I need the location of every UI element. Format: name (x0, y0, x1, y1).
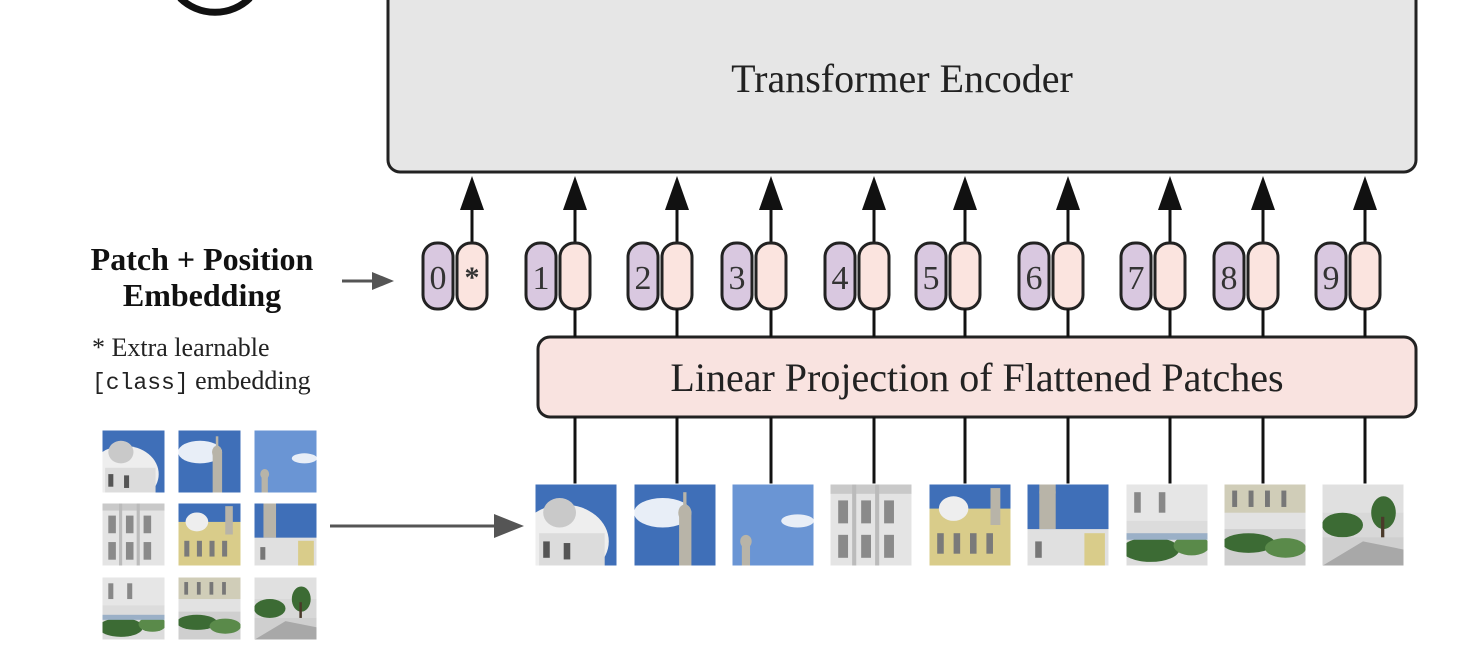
position-index-label: 2 (635, 260, 652, 297)
row-facade-columns-patch (829, 483, 913, 567)
extra-learnable-note: * Extra learnable (92, 333, 270, 362)
patch-embedding (857, 241, 891, 311)
transformer-encoder-box (386, 0, 1418, 174)
linear-projection-block: Linear Projection of Flattened Patches (536, 335, 1418, 419)
cropped-circle-shape (177, 0, 253, 16)
position-embedding (720, 241, 754, 311)
arrow-up-icon (563, 176, 587, 210)
class-embedding-text: embedding (189, 366, 311, 395)
row-garden-shrubs-patch (1125, 483, 1209, 567)
patch-embedding (1348, 241, 1382, 311)
grid-garden-path-patch (253, 576, 318, 641)
arrow-up-icon (759, 176, 783, 210)
arrow-right-icon (342, 272, 394, 290)
patch-embedding (1153, 241, 1187, 311)
position-embedding (524, 241, 558, 311)
position-index-label: 5 (923, 260, 940, 297)
position-embedding (1314, 241, 1348, 311)
token-7: 7 (1119, 176, 1187, 484)
linear-projection-box (536, 335, 1418, 419)
token-1: 1 (524, 176, 592, 484)
position-embedding (1212, 241, 1246, 311)
position-embedding (421, 241, 455, 311)
flattened-patch-row (534, 483, 1405, 567)
input-image-grid (101, 429, 318, 641)
class-embedding-note: [class] embedding (92, 366, 311, 396)
arrow-right-icon (330, 514, 524, 538)
row-facade-tower-patch (1026, 483, 1110, 567)
grid-yellow-facade-patch (177, 502, 242, 567)
transformer-encoder-label: Transformer Encoder (731, 56, 1073, 101)
token-3: 3 (720, 176, 788, 484)
row-garden-building-patch (1223, 483, 1307, 567)
arrow-up-icon (953, 176, 977, 210)
embedding-label-line2: Embedding (123, 277, 281, 313)
position-embedding (1119, 241, 1153, 311)
row-yellow-facade-patch (928, 483, 1012, 567)
grid-tower-sky-patch (177, 429, 242, 494)
token-8: 8 (1212, 176, 1280, 484)
linear-projection-label: Linear Projection of Flattened Patches (670, 355, 1283, 400)
position-index-label: 3 (729, 260, 746, 297)
patch-embedding (1051, 241, 1085, 311)
position-index-label: 0 (430, 260, 447, 297)
patch-embedding (948, 241, 982, 311)
embedding-label-line1: Patch + Position (91, 241, 314, 277)
patch-embedding (558, 241, 592, 311)
row-dome-building-patch (534, 483, 618, 567)
grid-garden-shrubs-patch (101, 576, 166, 641)
row-garden-path-patch (1321, 483, 1405, 567)
row-blue-sky-patch (731, 483, 815, 567)
class-token-code: [class] (92, 370, 189, 396)
position-index-label: 6 (1026, 260, 1043, 297)
row-tower-sky-patch (633, 483, 717, 567)
arrow-up-icon (862, 176, 886, 210)
arrow-up-icon (1251, 176, 1275, 210)
position-index-label: 9 (1323, 260, 1340, 297)
position-embedding (823, 241, 857, 311)
position-embedding (626, 241, 660, 311)
grid-dome-building-patch (101, 429, 166, 494)
patch-embedding (754, 241, 788, 311)
position-index-label: 4 (832, 260, 849, 297)
arrow-up-icon (460, 176, 484, 210)
arrow-up-icon (665, 176, 689, 210)
grid-facade-tower-patch (253, 502, 318, 567)
patch-embedding (1246, 241, 1280, 311)
class-token-embedding (455, 241, 489, 311)
position-embedding (914, 241, 948, 311)
grid-blue-sky-patch (253, 429, 318, 494)
arrow-up-icon (1056, 176, 1080, 210)
grid-facade-columns-patch (101, 502, 166, 567)
token-9: 9 (1314, 176, 1382, 484)
token-6: 6 (1017, 176, 1085, 484)
token-5: 5 (914, 176, 982, 484)
arrow-up-icon (1353, 176, 1377, 210)
embedding-legend: Patch + Position Embedding * Extra learn… (91, 241, 394, 396)
position-index-label: 1 (533, 260, 550, 297)
token-0: 0* (421, 176, 489, 311)
position-index-label: 8 (1221, 260, 1238, 297)
position-index-label: 7 (1128, 260, 1145, 297)
class-token-marker: * (465, 261, 480, 294)
token-4: 4 (823, 176, 891, 484)
grid-garden-building-patch (177, 576, 242, 641)
patch-embedding (660, 241, 694, 311)
arrow-up-icon (1158, 176, 1182, 210)
position-embedding (1017, 241, 1051, 311)
token-2: 2 (626, 176, 694, 484)
transformer-encoder-block: Transformer Encoder (386, 0, 1418, 174)
